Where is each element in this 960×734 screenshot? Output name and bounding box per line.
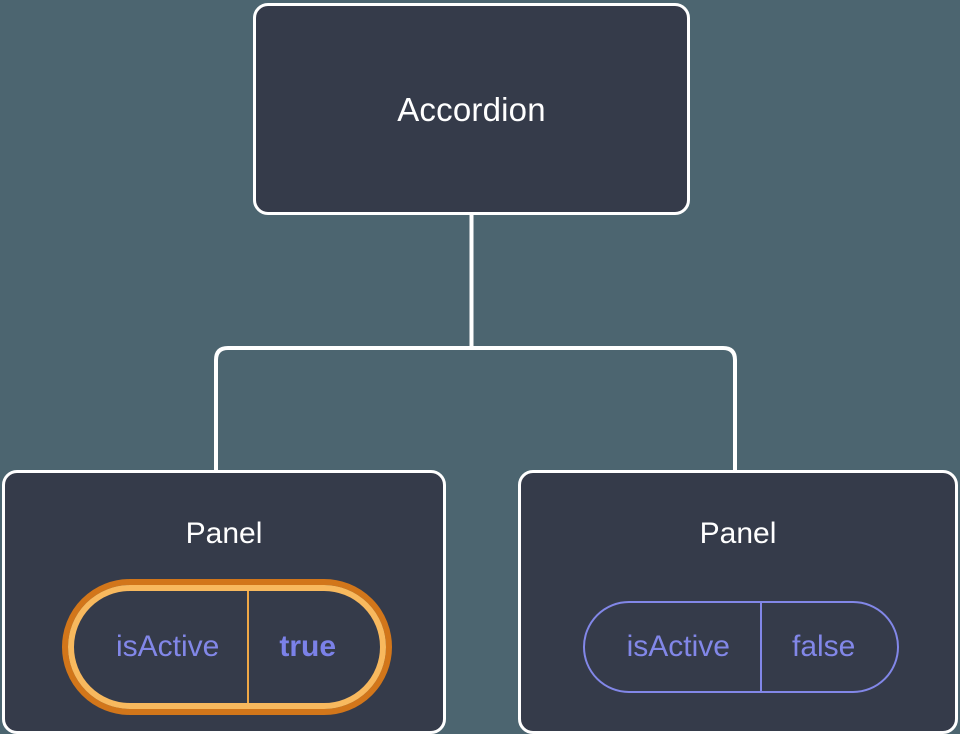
prop-pill-inactive[interactable]: isActive false: [582, 601, 900, 693]
prop-value-true: true: [279, 630, 337, 663]
node-panel-active[interactable]: Panel isActive true: [2, 470, 446, 734]
prop-pill-highlight-ring: isActive true: [61, 579, 393, 715]
prop-value-false: false: [791, 630, 856, 663]
node-panel-inactive-title: Panel: [699, 517, 777, 550]
node-panel-inactive[interactable]: Panel isActive false: [518, 470, 958, 734]
connector-branch-bar: [214, 346, 737, 470]
prop-pill-active[interactable]: isActive true: [67, 585, 387, 709]
node-accordion[interactable]: Accordion: [253, 3, 690, 215]
prop-pill-active-wrap: isActive true: [5, 579, 443, 715]
prop-key-isactive-false: isActive: [585, 603, 762, 691]
prop-pill-inactive-wrap: isActive false: [521, 595, 955, 699]
node-panel-active-title: Panel: [185, 517, 263, 550]
node-accordion-title: Accordion: [397, 90, 546, 128]
prop-key-isactive-true: isActive: [74, 591, 250, 703]
